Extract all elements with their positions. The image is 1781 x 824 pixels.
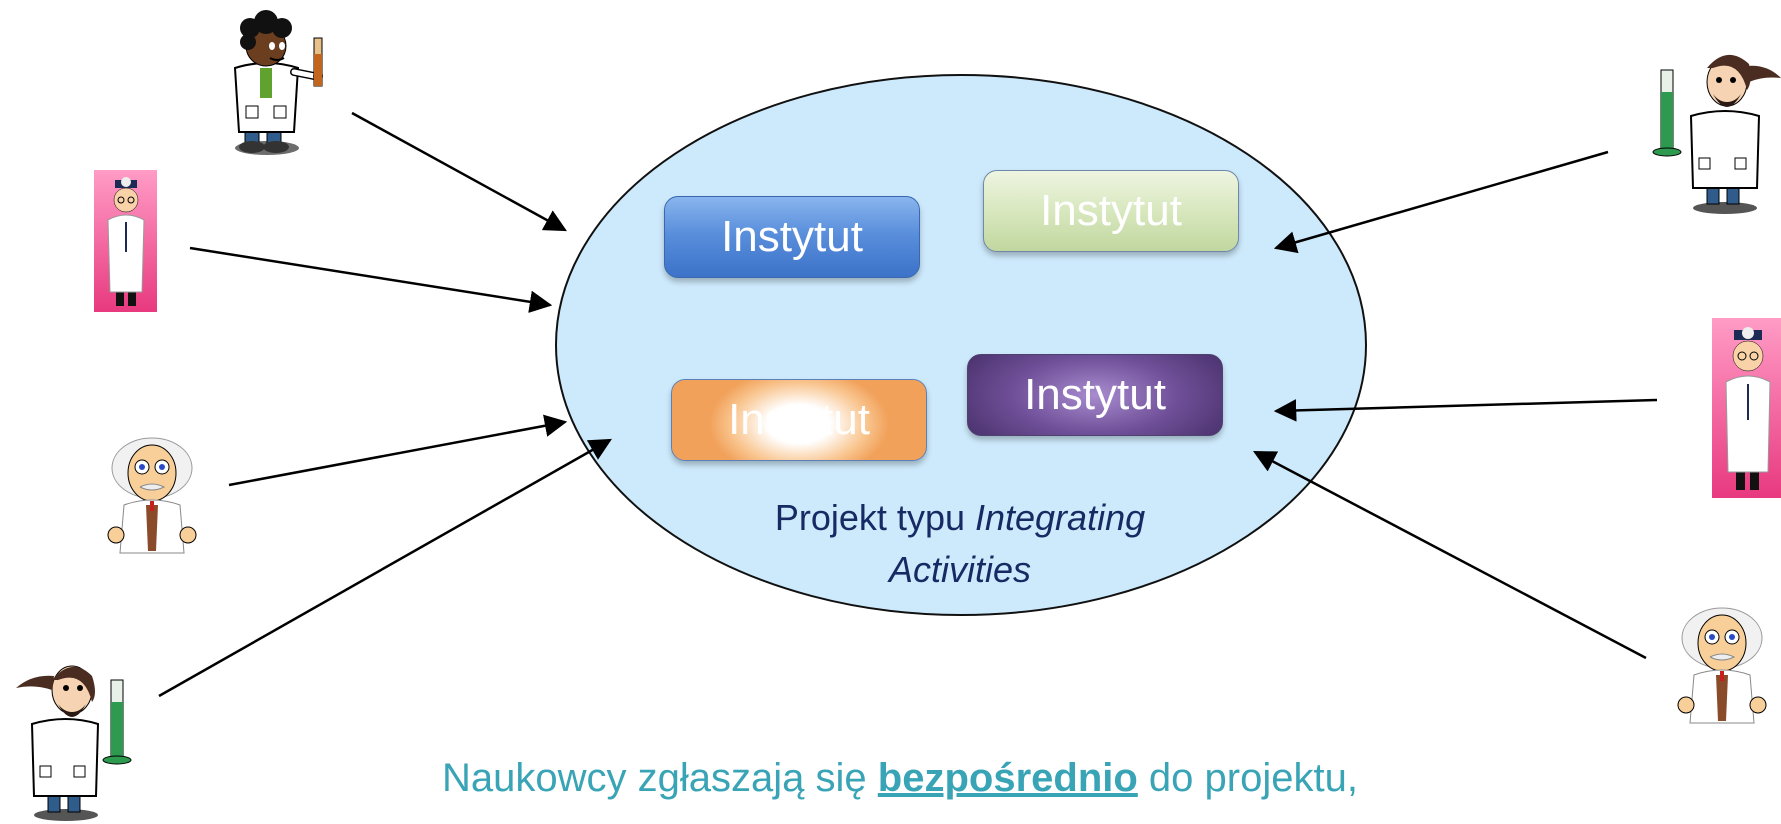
arrow-left-3: [228, 414, 568, 487]
arrow-left-4: [158, 438, 612, 698]
institute-label: Instytut: [1040, 186, 1182, 235]
arrow-right-3: [1253, 450, 1647, 660]
caption-prefix: Projekt typu: [774, 497, 975, 538]
bottom-before: Naukowcy zgłaszają się: [442, 756, 878, 800]
scientist-dark-hair-icon: [233, 10, 323, 155]
old-professor-icon: [107, 437, 197, 554]
institute-label: Instytut: [1024, 370, 1166, 419]
old-professor-icon: [1677, 607, 1767, 724]
arrow-right-1: [1273, 150, 1609, 254]
caption-italic-b: Activities: [888, 549, 1032, 590]
institute-box-orange: Instytut: [671, 379, 927, 461]
doctor-card-icon: [1712, 318, 1781, 498]
scientist-ponytail-icon: [1652, 54, 1781, 214]
bottom-bold: bezpośrednio: [877, 756, 1138, 800]
institute-box-blue: Instytut: [664, 196, 920, 278]
bottom-after: do projektu,: [1137, 756, 1358, 800]
arrow-left-2: [189, 246, 553, 313]
scientist-ponytail-icon: [16, 665, 132, 821]
bottom-statement: Naukowcy zgłaszają się bezpośrednio do p…: [360, 756, 1440, 801]
institute-label: Instytut: [728, 395, 870, 444]
caption-italic-a: Integrating: [974, 497, 1146, 538]
institute-label: Instytut: [721, 212, 863, 261]
institute-box-green: Instytut: [983, 170, 1239, 252]
arrow-left-1: [351, 111, 567, 232]
doctor-card-icon: [94, 170, 157, 312]
arrow-right-2: [1273, 398, 1658, 422]
institute-box-purple: Instytut: [967, 354, 1223, 436]
